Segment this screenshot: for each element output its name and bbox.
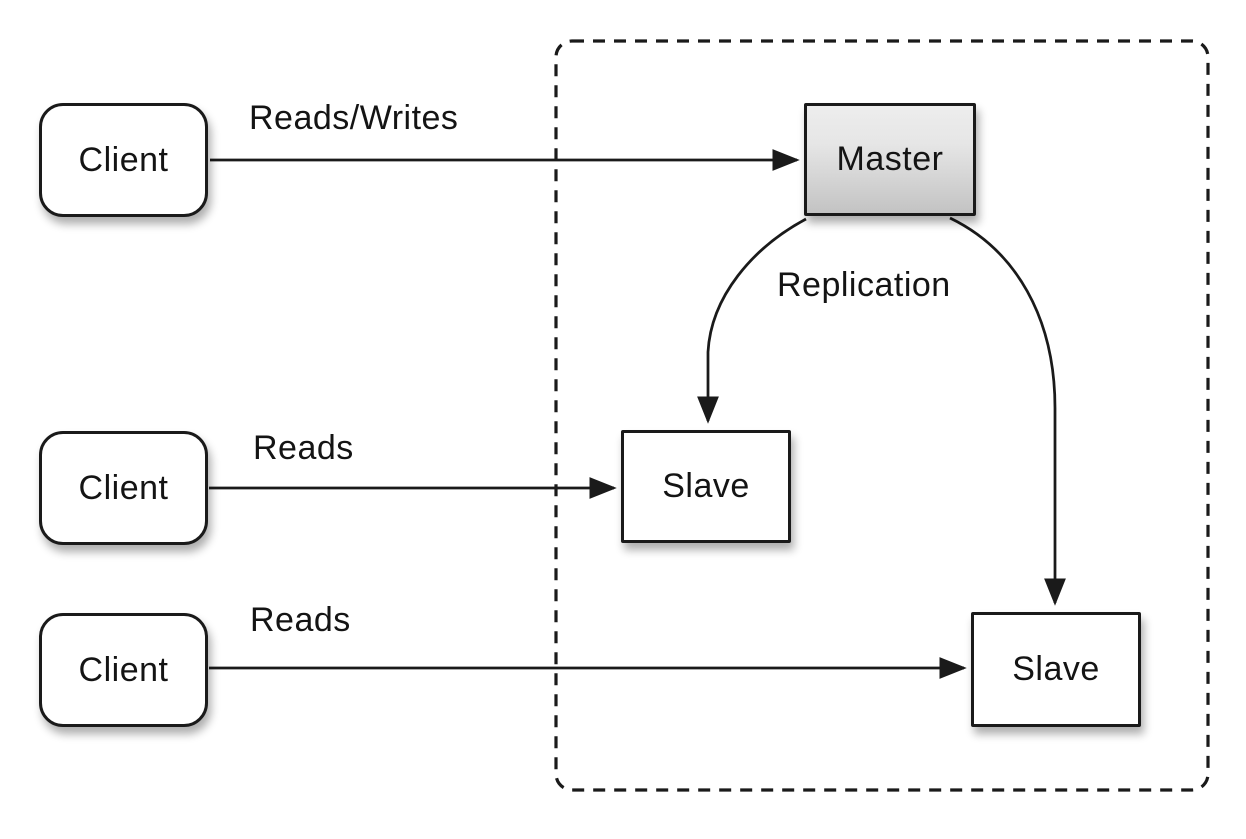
edge-label-reads-mid: Reads xyxy=(253,429,354,467)
master-node: Master xyxy=(804,103,976,216)
slave-node-1: Slave xyxy=(621,430,791,543)
slave-node-2: Slave xyxy=(971,612,1141,727)
edge-label-replication: Replication xyxy=(777,266,951,304)
slave-node-2-label: Slave xyxy=(1012,650,1100,688)
edge-label-reads-writes: Reads/Writes xyxy=(249,99,459,137)
client-node-1-label: Client xyxy=(78,140,169,179)
arrow-master-to-slave1 xyxy=(697,217,807,424)
master-node-label: Master xyxy=(836,140,944,178)
slave-node-1-label: Slave xyxy=(662,467,750,505)
client-node-2-label: Client xyxy=(78,468,169,507)
client-node-1: Client xyxy=(39,103,208,217)
client-node-3-label: Client xyxy=(78,650,169,689)
arrow-master-to-slave2 xyxy=(949,216,1066,606)
edge-label-reads-bottom: Reads xyxy=(250,601,351,639)
client-node-2: Client xyxy=(39,431,208,545)
client-node-3: Client xyxy=(39,613,208,727)
